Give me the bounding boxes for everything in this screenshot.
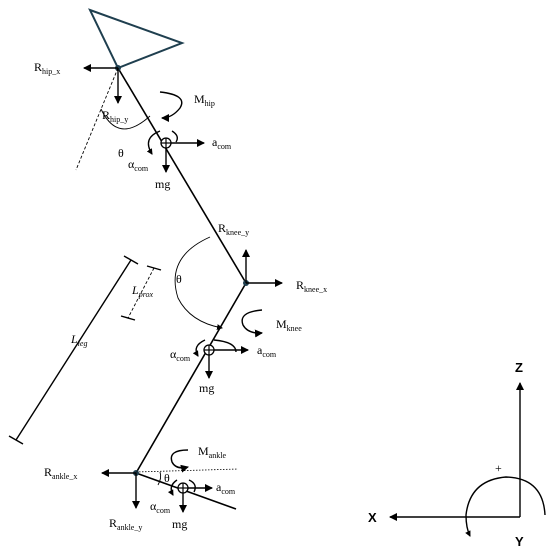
hip-angle-arc	[100, 108, 151, 130]
l-prox-tick-bottom	[120, 315, 136, 321]
pelvis-triangle	[88, 8, 185, 70]
alpha-com-knee-arrow	[192, 339, 206, 357]
mg-knee-label: mg	[199, 381, 214, 395]
ankle-horizontal-dotted-line	[135, 468, 239, 473]
z-axis-label: Z	[515, 360, 523, 375]
hip-reference-dashed-line	[75, 67, 119, 171]
m-knee-moment-arrow	[241, 309, 263, 338]
alpha-com-ankle-arrow	[167, 479, 178, 496]
shank-segment	[135, 282, 247, 474]
alpha-com-ankle-arrow-right	[188, 479, 196, 493]
m-hip-moment-arrow	[159, 91, 183, 122]
a-com-ankle-label: acom	[216, 480, 236, 496]
shank-com-marker	[203, 344, 215, 356]
l-leg-tick-bottom	[8, 435, 24, 445]
ankle-angle-arc	[157, 471, 162, 486]
thigh-com-marker	[160, 137, 172, 149]
r-knee-x-label: Rknee_x	[296, 278, 327, 294]
r-hip-x-label: Rhip_x	[34, 60, 60, 76]
mg-ankle-label: mg	[172, 517, 187, 531]
m-hip-label: Mhip	[194, 92, 215, 108]
l-prox-label: Lprox	[131, 283, 154, 299]
mg-hip-label: mg	[155, 177, 170, 191]
m-ankle-moment-arrow	[170, 449, 189, 473]
l-leg-label: Lleg	[70, 332, 87, 348]
theta-hip-label: θ	[118, 146, 124, 160]
positive-rotation-arc	[465, 476, 546, 537]
theta-ankle-label: θ	[164, 471, 170, 485]
a-com-knee-label: acom	[257, 343, 277, 359]
r-ankle-x-label: Rankle_x	[44, 465, 77, 481]
knee-angle-arc	[174, 236, 223, 331]
a-com-hip-label: acom	[212, 135, 232, 151]
alpha-com-hip-arrow-right	[171, 130, 179, 143]
alpha-com-knee-label: αcom	[170, 347, 191, 363]
coordinate-axes	[389, 382, 546, 537]
r-hip-y-label: Rhip_y	[102, 108, 128, 124]
y-axis-label: Y	[515, 534, 524, 549]
m-ankle-label: Mankle	[198, 444, 226, 460]
l-leg-tick-top	[123, 255, 139, 265]
theta-knee-label: θ	[176, 272, 182, 286]
alpha-com-hip-label: αcom	[128, 157, 149, 173]
l-leg-dimension	[15, 259, 132, 441]
l-prox-tick-top	[146, 265, 162, 271]
l-prox-dimension	[127, 267, 155, 319]
r-knee-y-label: Rknee_y	[218, 221, 249, 237]
x-axis-label: X	[368, 510, 377, 525]
foot-com-marker	[177, 482, 189, 494]
r-ankle-y-label: Rankle_y	[109, 516, 142, 532]
m-knee-label: Mknee	[276, 317, 302, 333]
thigh-segment	[117, 67, 247, 284]
alpha-com-ankle-label: αcom	[150, 499, 171, 515]
alpha-com-hip-arrow	[146, 130, 161, 155]
positive-direction-label: +	[495, 461, 502, 475]
